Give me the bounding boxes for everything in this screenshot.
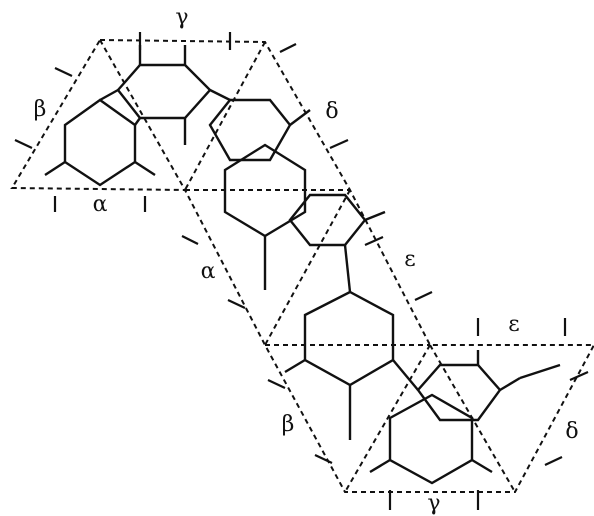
edge-label-alpha: α — [93, 192, 108, 217]
hexagon — [223, 143, 307, 238]
hexagon — [208, 98, 292, 162]
hexagon — [303, 290, 395, 387]
strip-outline — [10, 39, 594, 493]
hexagon — [63, 98, 137, 187]
diagonal-edge — [344, 344, 431, 493]
tick-mark — [227, 299, 246, 309]
tick-mark — [267, 379, 286, 389]
connector-edge — [519, 363, 561, 380]
tick-mark — [314, 454, 333, 464]
edge-label-gamma: γ — [427, 491, 440, 516]
connector-edge — [284, 358, 306, 374]
edge-label-alpha: α — [201, 259, 216, 284]
tick-mark — [329, 138, 349, 150]
hexagon — [288, 193, 367, 247]
edge-label-gamma: γ — [175, 5, 188, 30]
cell-connectors — [44, 45, 561, 474]
tick-mark — [414, 291, 433, 301]
connector-edge — [343, 244, 352, 293]
tick-mark — [364, 235, 384, 247]
connector-edge — [499, 376, 521, 392]
connector-edge — [289, 109, 311, 126]
edge-label-delta: δ — [325, 99, 338, 124]
hexagon — [116, 63, 212, 120]
diagonal-edge — [264, 189, 351, 346]
dashed-triangle-net — [10, 39, 594, 493]
tick-mark — [569, 370, 589, 382]
tick-mark — [181, 235, 199, 245]
edge-labels: γ β δ α α ε ε β δ γ — [34, 5, 579, 516]
connector-edge — [44, 160, 66, 177]
edge-label-beta: β — [282, 412, 295, 437]
diagonal-edge — [184, 41, 266, 191]
edge-label-epsilon: ε — [404, 247, 415, 272]
tick-mark — [14, 139, 33, 149]
boundary-ticks — [14, 32, 589, 510]
tick-mark — [544, 456, 563, 466]
connector-edge — [134, 117, 141, 126]
connector-edge — [392, 359, 419, 391]
connector-edge — [209, 88, 231, 102]
edge-label-epsilon: ε — [508, 312, 519, 337]
connector-edge — [99, 88, 119, 102]
connector-edge — [471, 458, 493, 474]
connector-edge — [369, 458, 391, 474]
tick-mark — [279, 43, 297, 53]
connector-edge — [364, 210, 386, 222]
edge-label-delta: δ — [565, 419, 578, 444]
connector-edge — [134, 160, 156, 177]
edge-label-beta: β — [34, 97, 47, 122]
tick-mark — [54, 67, 73, 77]
diagonal-edge — [99, 39, 186, 191]
